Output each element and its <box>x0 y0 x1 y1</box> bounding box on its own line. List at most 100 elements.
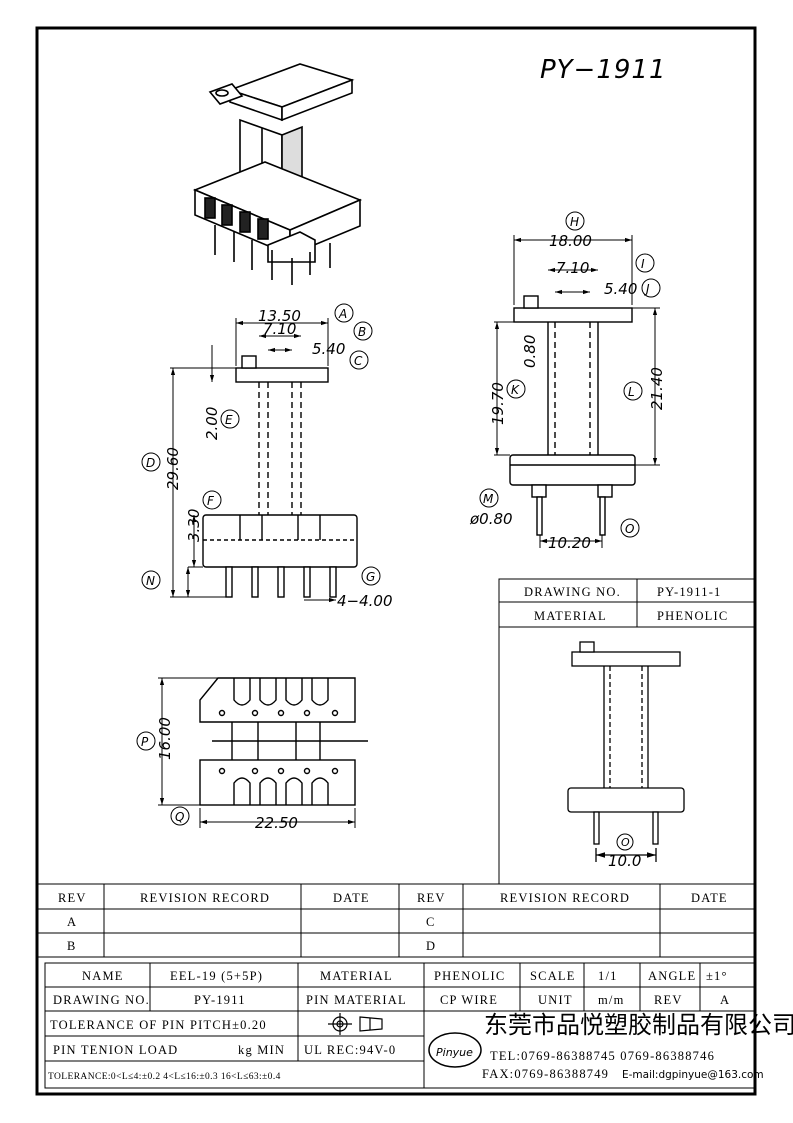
svg-text:CP WIRE: CP WIRE <box>440 993 498 1007</box>
svg-text:m/m: m/m <box>598 993 625 1007</box>
info-box-callout-o-label: O <box>621 836 630 849</box>
svg-text:Pinyue: Pinyue <box>436 1046 473 1059</box>
company-email: E-mail:dgpinyue@163.com <box>622 1069 764 1081</box>
dim-29-60: 29.60 <box>164 447 182 490</box>
svg-text:PIN TENION LOAD: PIN TENION LOAD <box>53 1043 178 1057</box>
front-view <box>202 355 358 598</box>
svg-text:SCALE: SCALE <box>530 969 576 983</box>
svg-text:C: C <box>426 915 436 929</box>
dim-2-00: 2.00 <box>203 407 221 440</box>
bottom-view-dimension-text: 16.00 22.50 <box>156 717 298 832</box>
svg-text:A: A <box>338 307 347 321</box>
info-drawing-no-value: PY-1911-1 <box>657 585 722 599</box>
svg-text:K: K <box>511 383 520 397</box>
svg-text:UNIT: UNIT <box>538 993 573 1007</box>
dim-dia-0-80: ø0.80 <box>469 510 513 528</box>
dim-13-50: 13.50 <box>258 307 301 325</box>
svg-text:P: P <box>141 735 149 749</box>
dim-4-4-00: 4−4.00 <box>337 592 393 610</box>
svg-text:PIN MATERIAL: PIN MATERIAL <box>306 993 407 1007</box>
gd-and-t-symbols <box>328 1013 383 1035</box>
dim-7-10: 7.10 <box>263 320 296 338</box>
info-box-callout-o <box>616 833 634 851</box>
svg-text:G: G <box>366 570 375 584</box>
company-fax: FAX:0769-86388749 <box>482 1067 609 1081</box>
title-block-text: NAME EEL-19 (5+5P) MATERIAL PHENOLIC SCA… <box>48 969 730 1082</box>
dim-22-50: 22.50 <box>255 814 298 832</box>
dim-10-20: 10.20 <box>548 534 591 552</box>
svg-text:PY-1911: PY-1911 <box>194 993 246 1007</box>
dim-19-70: 19.70 <box>489 382 507 425</box>
info-box-drawing <box>567 641 685 862</box>
dim-0-80: 0.80 <box>521 335 539 368</box>
svg-text:TOLERANCE OF PIN PITCH±0.20: TOLERANCE OF PIN PITCH±0.20 <box>50 1018 267 1032</box>
svg-text:O: O <box>625 522 634 536</box>
front-view-callouts: A B C D E F G N <box>141 303 381 590</box>
svg-text:REVISION RECORD: REVISION RECORD <box>140 891 270 905</box>
info-box-dim-10: 10.0 <box>608 852 641 870</box>
svg-text:N: N <box>146 574 155 588</box>
bottom-view-callouts: P Q <box>136 731 190 826</box>
side-view-dimension-text: 18.00 7.10 5.40 19.70 21.40 0.80 ø0.80 1… <box>469 232 666 552</box>
svg-text:D: D <box>146 456 155 470</box>
svg-text:B: B <box>358 325 366 339</box>
front-view-dimensions <box>170 318 336 603</box>
front-view-dimension-text: 13.50 7.10 5.40 29.60 2.00 3.30 4−4.00 <box>164 307 393 610</box>
company-name: 东莞市品悦塑胶制品有限公司 <box>484 1011 793 1039</box>
svg-text:ANGLE: ANGLE <box>648 969 696 983</box>
isometric-view <box>192 63 363 285</box>
side-view-callouts: H I J K L M O <box>479 211 661 538</box>
svg-text:H: H <box>570 215 579 229</box>
bottom-view <box>199 677 368 806</box>
svg-text:UL REC:94V-0: UL REC:94V-0 <box>304 1043 396 1057</box>
revision-table <box>37 883 755 958</box>
dim-21-40: 21.40 <box>648 367 666 410</box>
dim-18-00: 18.00 <box>549 232 592 250</box>
info-material-label: MATERIAL <box>534 609 607 623</box>
svg-text:I: I <box>641 257 645 271</box>
title-block <box>44 962 756 1089</box>
bottom-view-dimensions <box>158 677 356 828</box>
svg-text:DRAWING NO.: DRAWING NO. <box>53 993 150 1007</box>
svg-text:REV: REV <box>417 891 446 905</box>
svg-text:E: E <box>225 413 233 427</box>
svg-text:PHENOLIC: PHENOLIC <box>434 969 505 983</box>
info-box-text: DRAWING NO. PY-1911-1 MATERIAL PHENOLIC <box>524 585 728 623</box>
dim-7-10-side: 7.10 <box>556 259 589 277</box>
revision-table-text: REV REVISION RECORD DATE REV REVISION RE… <box>58 891 728 953</box>
info-material-value: PHENOLIC <box>657 609 728 623</box>
svg-text:J: J <box>644 282 650 296</box>
svg-text:REV: REV <box>58 891 87 905</box>
svg-text:DATE: DATE <box>691 891 728 905</box>
dim-5-40-side: 5.40 <box>604 280 637 298</box>
svg-text:1/1: 1/1 <box>598 969 618 983</box>
dim-16-00: 16.00 <box>156 717 174 760</box>
svg-text:L: L <box>628 385 635 399</box>
svg-text:±1°: ±1° <box>706 969 728 983</box>
svg-text:kg MIN: kg MIN <box>238 1043 285 1057</box>
outer-frame <box>35 26 757 1096</box>
svg-text:TOLERANCE:0<L≤4:±0.2 4<L≤16:±: TOLERANCE:0<L≤4:±0.2 4<L≤16:±0.3 16<L≤63… <box>48 1072 281 1082</box>
info-drawing-no-label: DRAWING NO. <box>524 585 621 599</box>
drawing-title: PY−1911 <box>540 55 667 85</box>
svg-text:M: M <box>483 492 494 506</box>
svg-text:REVISION RECORD: REVISION RECORD <box>500 891 630 905</box>
svg-text:MATERIAL: MATERIAL <box>320 969 393 983</box>
svg-text:DATE: DATE <box>333 891 370 905</box>
dim-5-40: 5.40 <box>312 340 345 358</box>
company-tel: TEL:0769-86388745 0769-86388746 <box>490 1049 715 1063</box>
svg-text:F: F <box>207 494 215 508</box>
svg-text:Q: Q <box>175 810 184 824</box>
svg-text:C: C <box>354 354 363 368</box>
svg-text:NAME: NAME <box>82 969 124 983</box>
dim-3-30: 3.30 <box>185 509 203 542</box>
company-logo: Pinyue <box>428 1032 482 1068</box>
side-view <box>509 295 636 536</box>
side-view-dimensions <box>494 235 660 548</box>
svg-text:A: A <box>720 993 730 1007</box>
svg-text:D: D <box>426 939 436 953</box>
svg-text:EEL-19 (5+5P): EEL-19 (5+5P) <box>170 969 263 983</box>
svg-text:REV: REV <box>654 993 683 1007</box>
svg-text:A: A <box>67 915 77 929</box>
